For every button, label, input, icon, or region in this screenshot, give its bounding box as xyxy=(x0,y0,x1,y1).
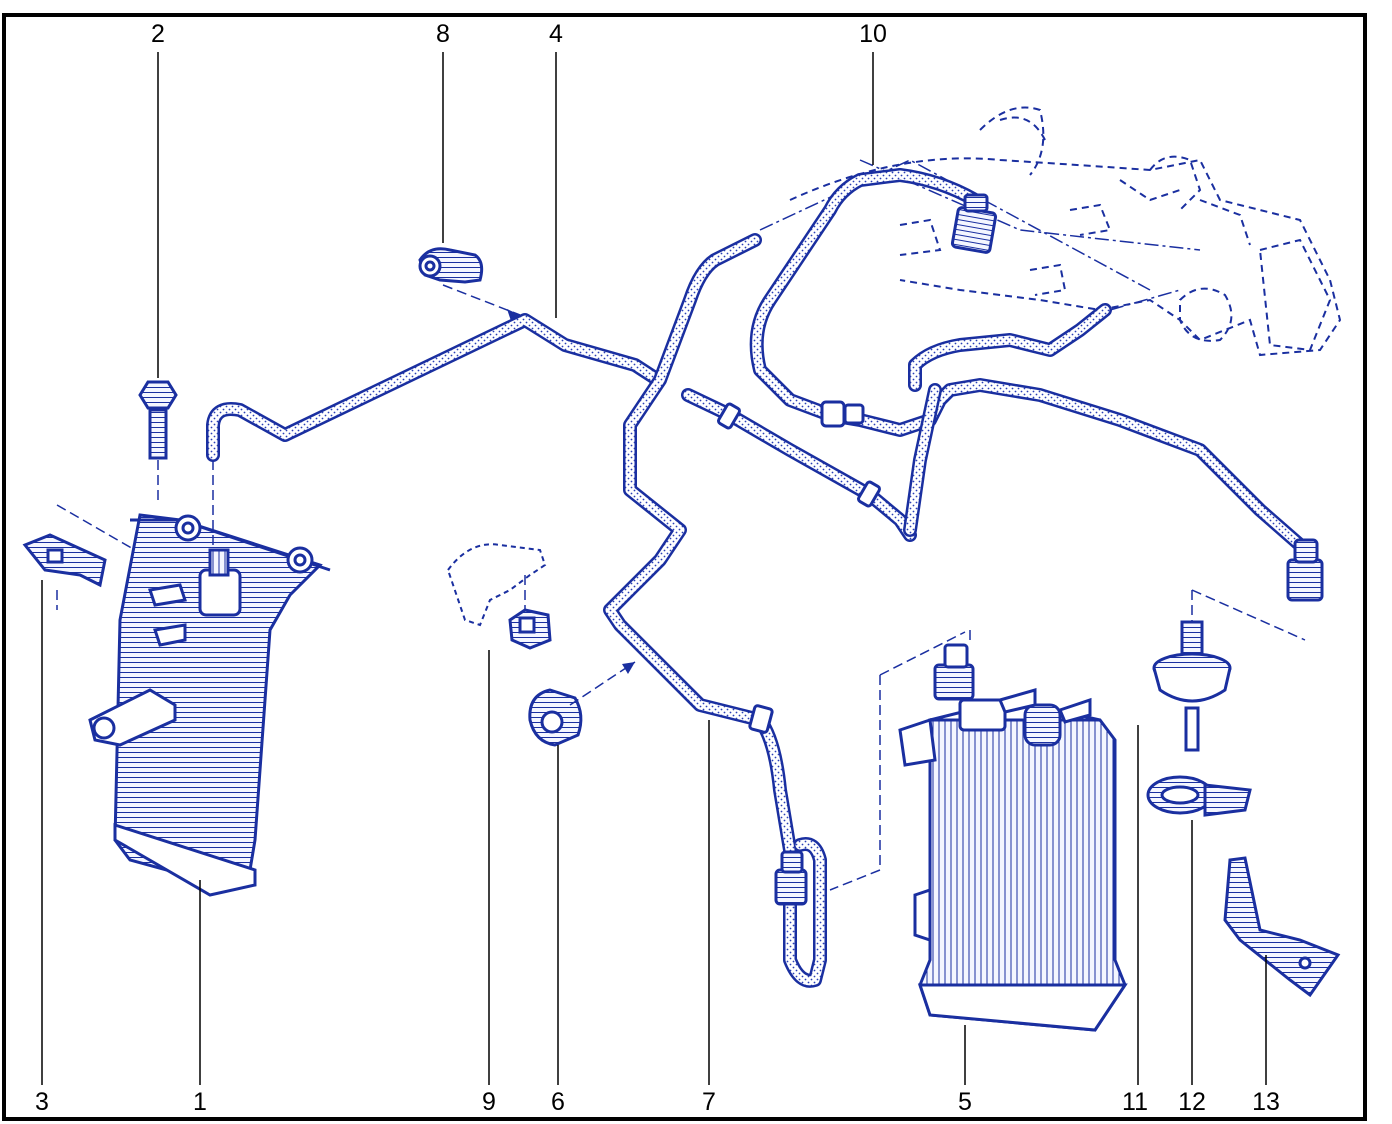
callout-10: 10 xyxy=(859,20,887,48)
elbow-fitting-8 xyxy=(418,247,484,284)
callout-2: 2 xyxy=(151,20,165,48)
arrow-heads xyxy=(507,309,635,674)
bolt-2 xyxy=(138,380,178,460)
callout-13: 13 xyxy=(1252,1088,1280,1116)
canister-5 xyxy=(898,643,1128,1032)
callout-11: 11 xyxy=(1122,1088,1148,1116)
callout-6: 6 xyxy=(551,1088,565,1116)
hose-clip-6 xyxy=(528,688,583,747)
purge-connector xyxy=(1286,538,1324,602)
callout-9: 9 xyxy=(482,1088,496,1116)
clip-3 xyxy=(22,533,107,588)
diagram-border xyxy=(2,13,1367,1121)
hose-vertical-branch xyxy=(903,383,942,537)
callout-12: 12 xyxy=(1178,1088,1206,1116)
hose-4 xyxy=(206,313,662,462)
canister-1 xyxy=(88,513,331,897)
bracket-13 xyxy=(1223,856,1341,998)
hose-engine-stub xyxy=(908,303,1112,392)
engine-connector xyxy=(950,193,998,254)
canister-hose-connector xyxy=(774,850,808,906)
callout-5: 5 xyxy=(958,1088,972,1116)
clip-9-ghost xyxy=(446,543,547,627)
leader-lines xyxy=(41,52,1267,1085)
engine-ghost-outline xyxy=(789,106,1342,357)
callout-7: 7 xyxy=(702,1088,716,1116)
clip-9 xyxy=(508,608,552,650)
strap-12 xyxy=(1146,775,1252,817)
hose-7 xyxy=(603,233,827,988)
purge-valve-11 xyxy=(1152,620,1232,752)
assembly-lines xyxy=(56,284,1306,891)
callout-3: 3 xyxy=(35,1088,49,1116)
callout-1: 1 xyxy=(193,1088,207,1116)
hose-couplings xyxy=(717,400,881,734)
callout-4: 4 xyxy=(549,20,563,48)
callout-8: 8 xyxy=(436,20,450,48)
